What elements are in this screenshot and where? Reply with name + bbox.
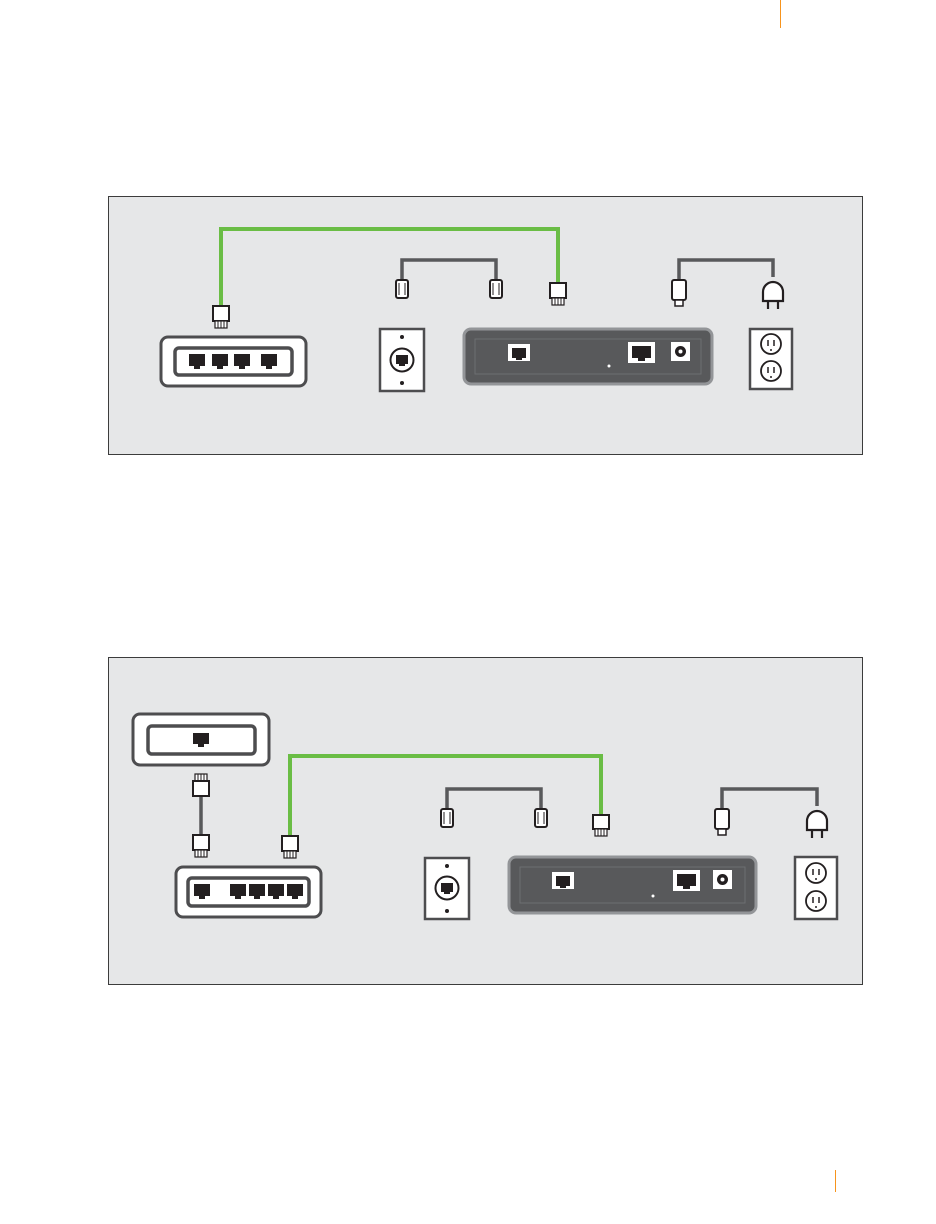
ethernet-wall-jack xyxy=(133,714,269,765)
rj45-plug-icon xyxy=(213,306,229,328)
power-outlet xyxy=(750,329,792,389)
power-jack-icon xyxy=(671,342,690,361)
rj45-plug-icon xyxy=(282,836,298,858)
rj11-plug-icon xyxy=(535,809,547,827)
ethernet-port-icon xyxy=(628,342,655,363)
diagram-single-switch xyxy=(108,196,863,455)
rj45-plug-icon xyxy=(193,835,209,857)
rj11-plug-icon xyxy=(441,809,453,827)
phone-cable xyxy=(402,260,496,279)
ac-plug-icon xyxy=(807,811,827,838)
page-rule-top xyxy=(780,0,781,28)
internet-gateway xyxy=(509,857,756,913)
power-cable xyxy=(722,789,817,808)
ac-plug-icon xyxy=(763,282,783,309)
power-barrel-plug-icon xyxy=(715,809,729,835)
phone-wall-jack xyxy=(425,858,469,919)
power-jack-icon xyxy=(713,870,732,889)
rj11-plug-icon xyxy=(396,280,408,298)
rj11-plug-icon xyxy=(490,280,502,298)
power-cable xyxy=(679,260,773,279)
page-rule-bottom xyxy=(835,1170,836,1192)
rj45-plug-icon xyxy=(593,815,609,836)
network-switch-5-port xyxy=(176,867,321,917)
ethernet-port-icon xyxy=(673,870,700,891)
phone-wall-jack xyxy=(380,329,424,391)
power-barrel-plug-icon xyxy=(672,280,686,306)
diagram-wall-jack-and-switch xyxy=(108,657,863,985)
internet-gateway xyxy=(464,329,712,384)
network-switch-4-port xyxy=(161,337,306,386)
rj45-plug-icon xyxy=(193,774,209,796)
ethernet-port-icon xyxy=(552,872,574,889)
rj45-plug-icon xyxy=(550,283,566,305)
phone-cable xyxy=(447,789,541,808)
ethernet-port-icon xyxy=(508,344,530,361)
power-outlet xyxy=(795,857,837,919)
ethernet-cable-green xyxy=(221,229,558,305)
